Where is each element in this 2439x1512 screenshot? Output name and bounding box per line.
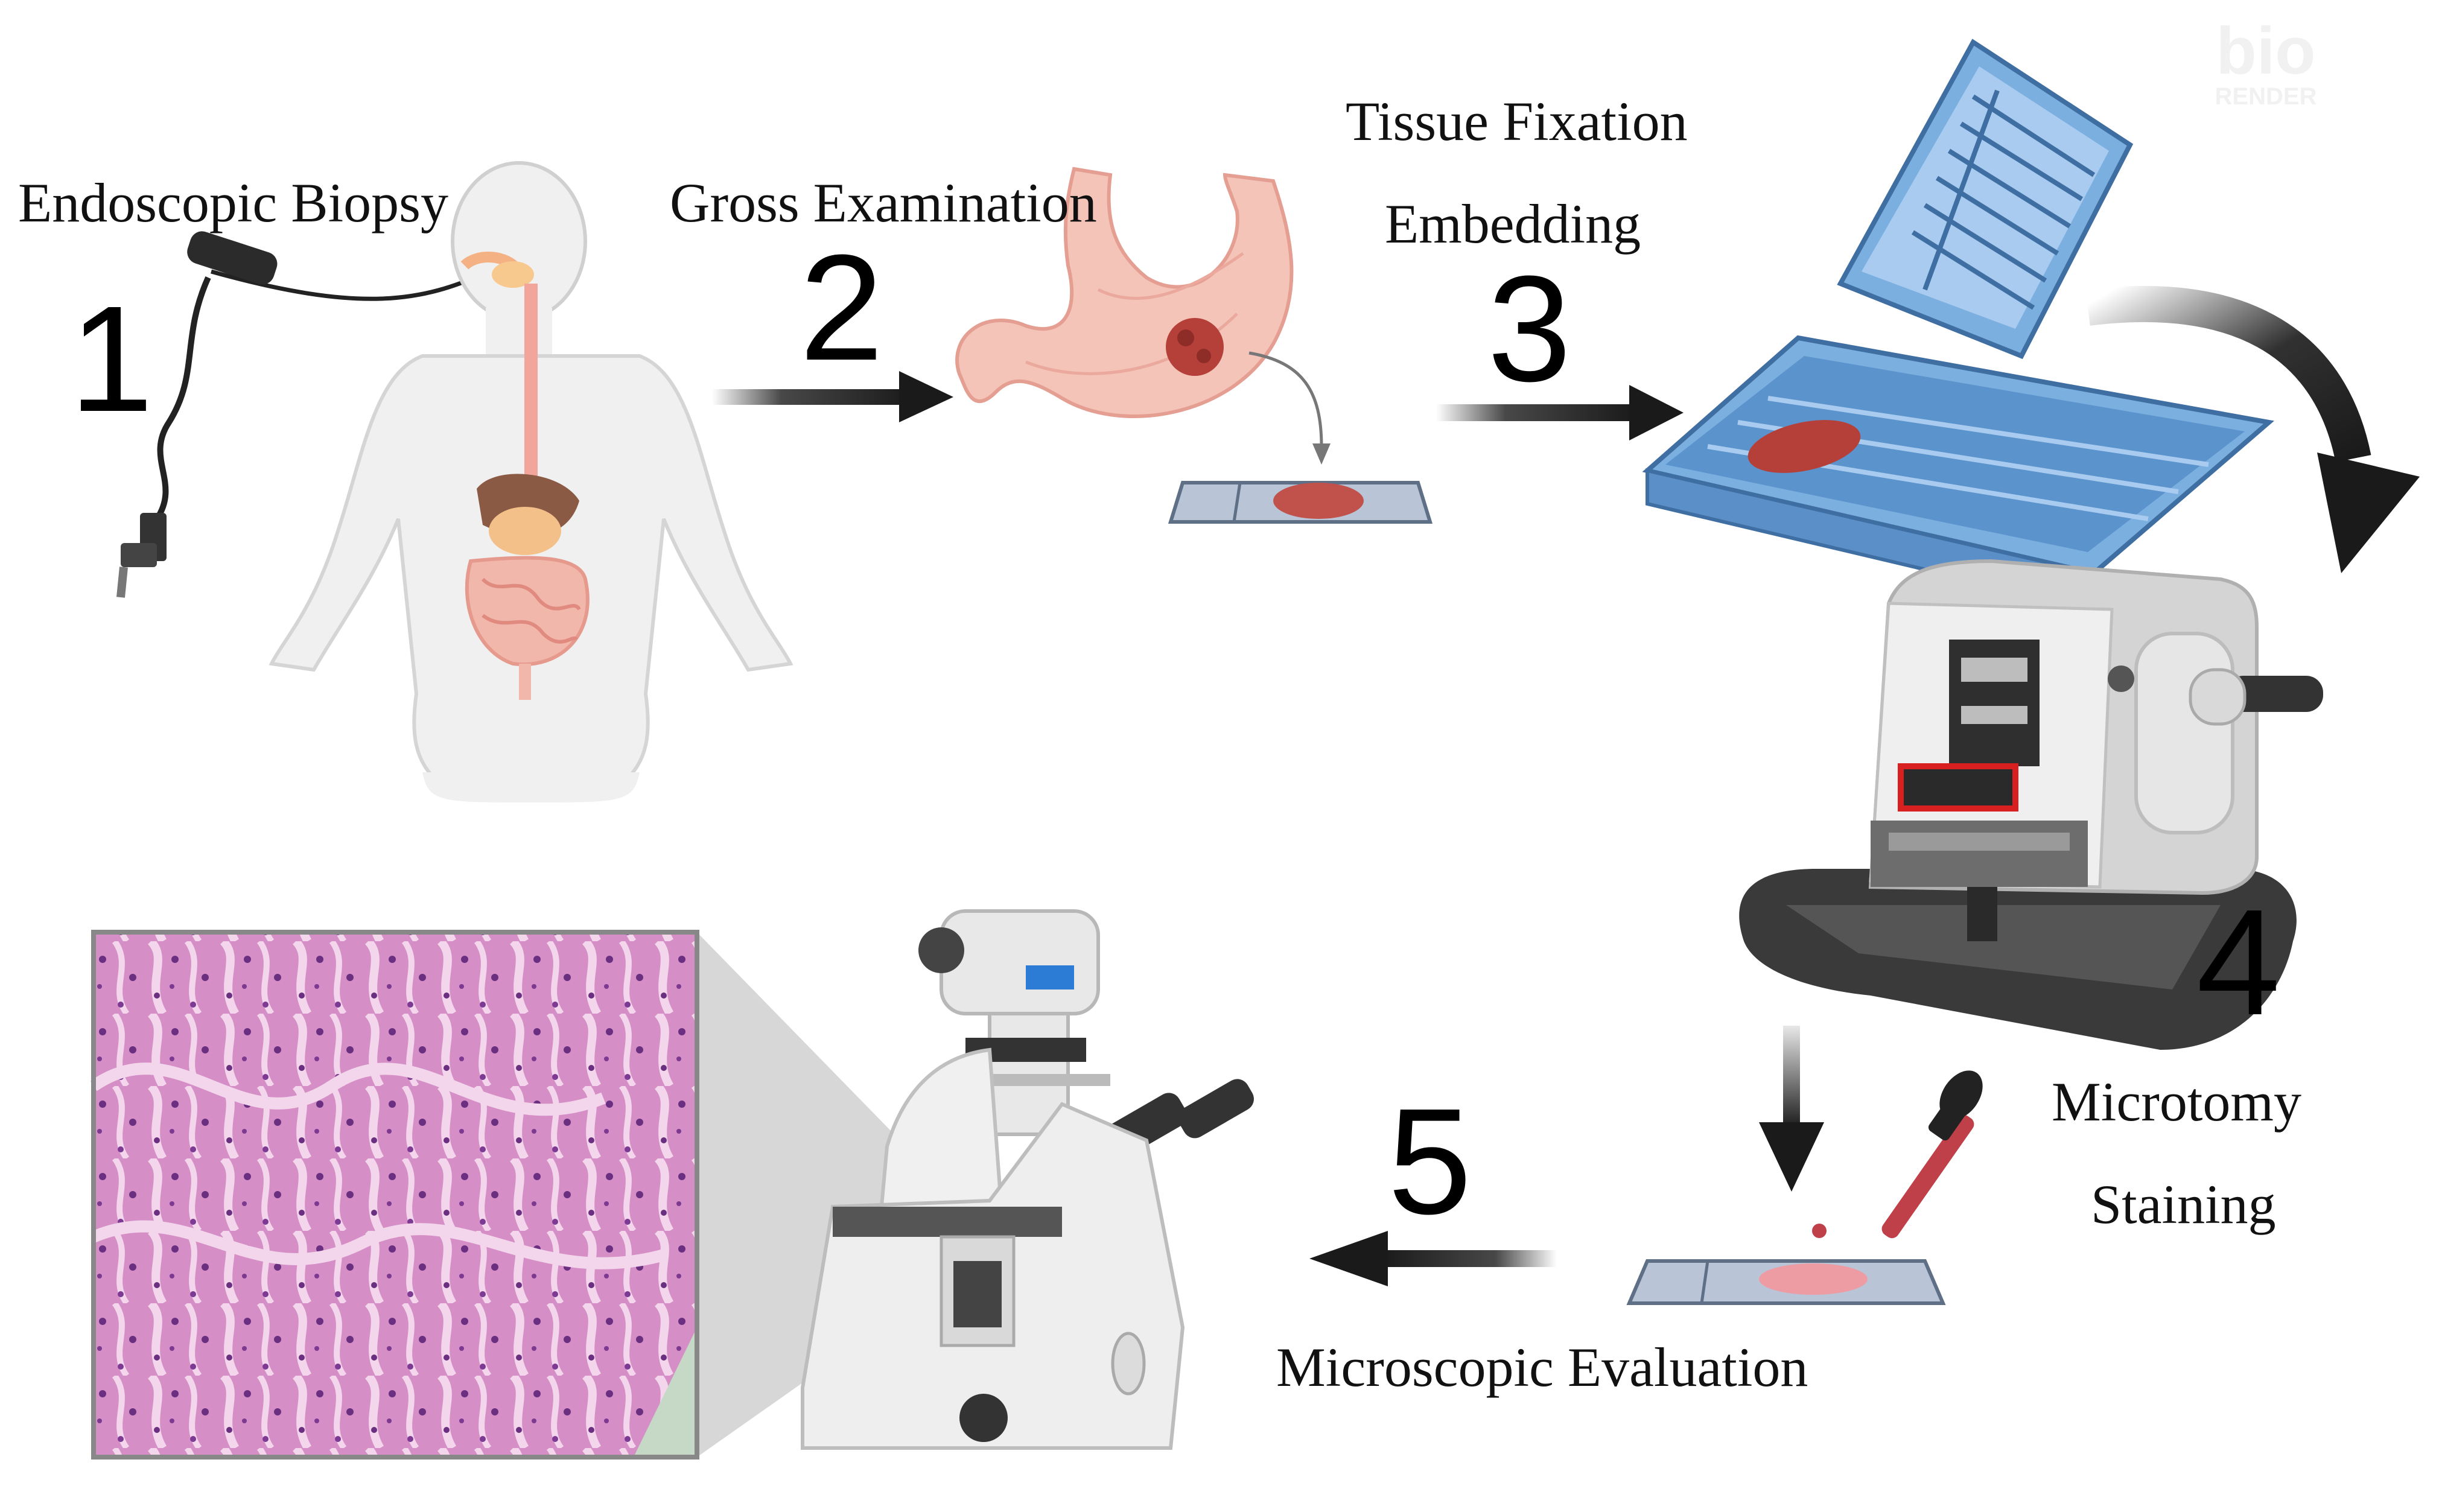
tissue-cassette-icon: [1642, 39, 2274, 612]
arrow-step3-to-step4: [2085, 285, 2420, 573]
watermark-line1: bio: [2216, 14, 2316, 88]
microtome-icon: [1739, 559, 2323, 1050]
human-body-icon: [269, 161, 793, 802]
biorender-watermark: bio RENDER: [2202, 18, 2329, 109]
step4-number: 4: [2196, 878, 2281, 1046]
step3-label-fixation: Tissue Fixation: [1346, 91, 1688, 152]
step5-number: 5: [1388, 1077, 1472, 1245]
step5-label: Microscopic Evaluation: [1276, 1336, 1808, 1398]
arrow-step4-down: [1759, 1026, 1824, 1192]
step2-number: 2: [800, 223, 884, 392]
step2-label: Gross Examination: [670, 172, 1097, 233]
arrow-step2-to-step3: [1436, 385, 1684, 440]
stomach-icon: [955, 167, 1331, 465]
step4-label-staining: Staining: [2091, 1174, 2276, 1235]
watermark-line2: RENDER: [2215, 83, 2317, 110]
step1-label: Endoscopic Biopsy: [18, 172, 448, 233]
arrow-step4-to-step5: [1309, 1231, 1557, 1286]
dropper-icon: [1812, 1070, 1983, 1239]
stained-slide-icon: [1626, 1259, 1946, 1305]
step1-number: 1: [69, 275, 154, 443]
arrow-step1-to-step2: [712, 371, 953, 422]
slide-with-tissue-icon: [1168, 481, 1433, 524]
step3-number: 3: [1487, 244, 1572, 413]
step4-label-microtomy: Microtomy: [2052, 1071, 2301, 1132]
histology-image: [90, 930, 699, 1460]
microscope-icon: [801, 909, 1254, 1450]
step3-label-embedding: Embedding: [1385, 193, 1641, 255]
